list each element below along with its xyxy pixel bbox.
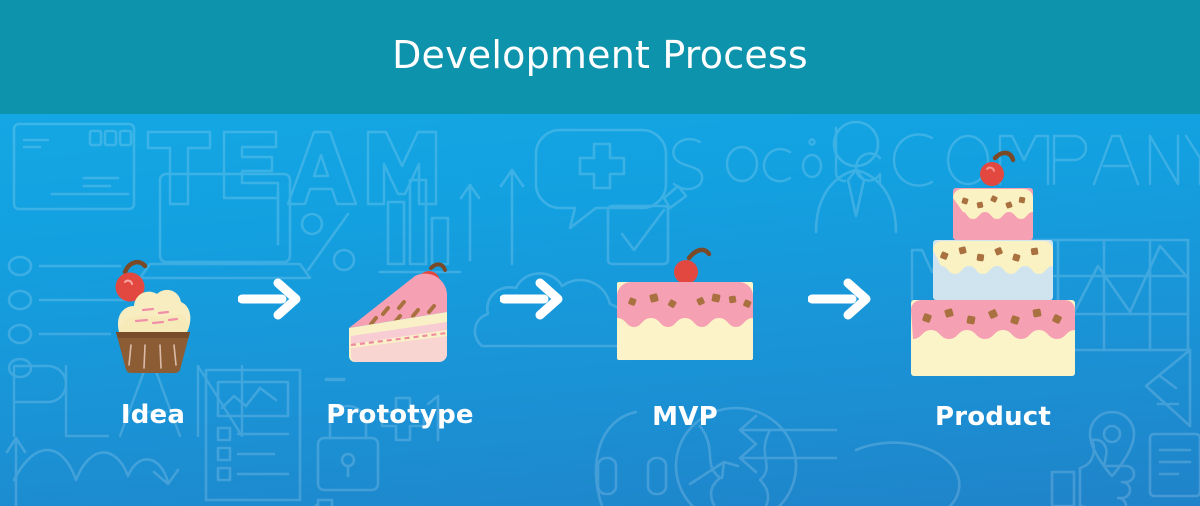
process-step-prototype[interactable]: Prototype: [310, 250, 490, 430]
process-step-idea[interactable]: Idea: [68, 250, 238, 430]
process-step-label-idea: Idea: [120, 400, 186, 430]
cupcake-icon: [68, 250, 238, 382]
cake-slice-icon: [310, 250, 490, 382]
process-step-mvp[interactable]: MVP: [590, 220, 780, 432]
single-layer-cake-icon: [590, 220, 780, 382]
header-bar: Development Process: [0, 0, 1200, 114]
page-title: Development Process: [392, 33, 808, 77]
arrow-mvp-to-product: [807, 277, 874, 321]
process-step-label-mvp: MVP: [652, 402, 718, 432]
process-step-product[interactable]: Product: [890, 144, 1096, 432]
process-stage: Idea: [0, 114, 1200, 506]
process-flow: Idea: [0, 114, 1200, 506]
arrow-prototype-to-mvp: [499, 277, 566, 321]
three-tier-cake-icon: [890, 144, 1096, 382]
arrow-idea-to-prototype: [237, 277, 304, 321]
process-step-label-prototype: Prototype: [326, 400, 474, 430]
process-step-label-product: Product: [934, 402, 1052, 432]
